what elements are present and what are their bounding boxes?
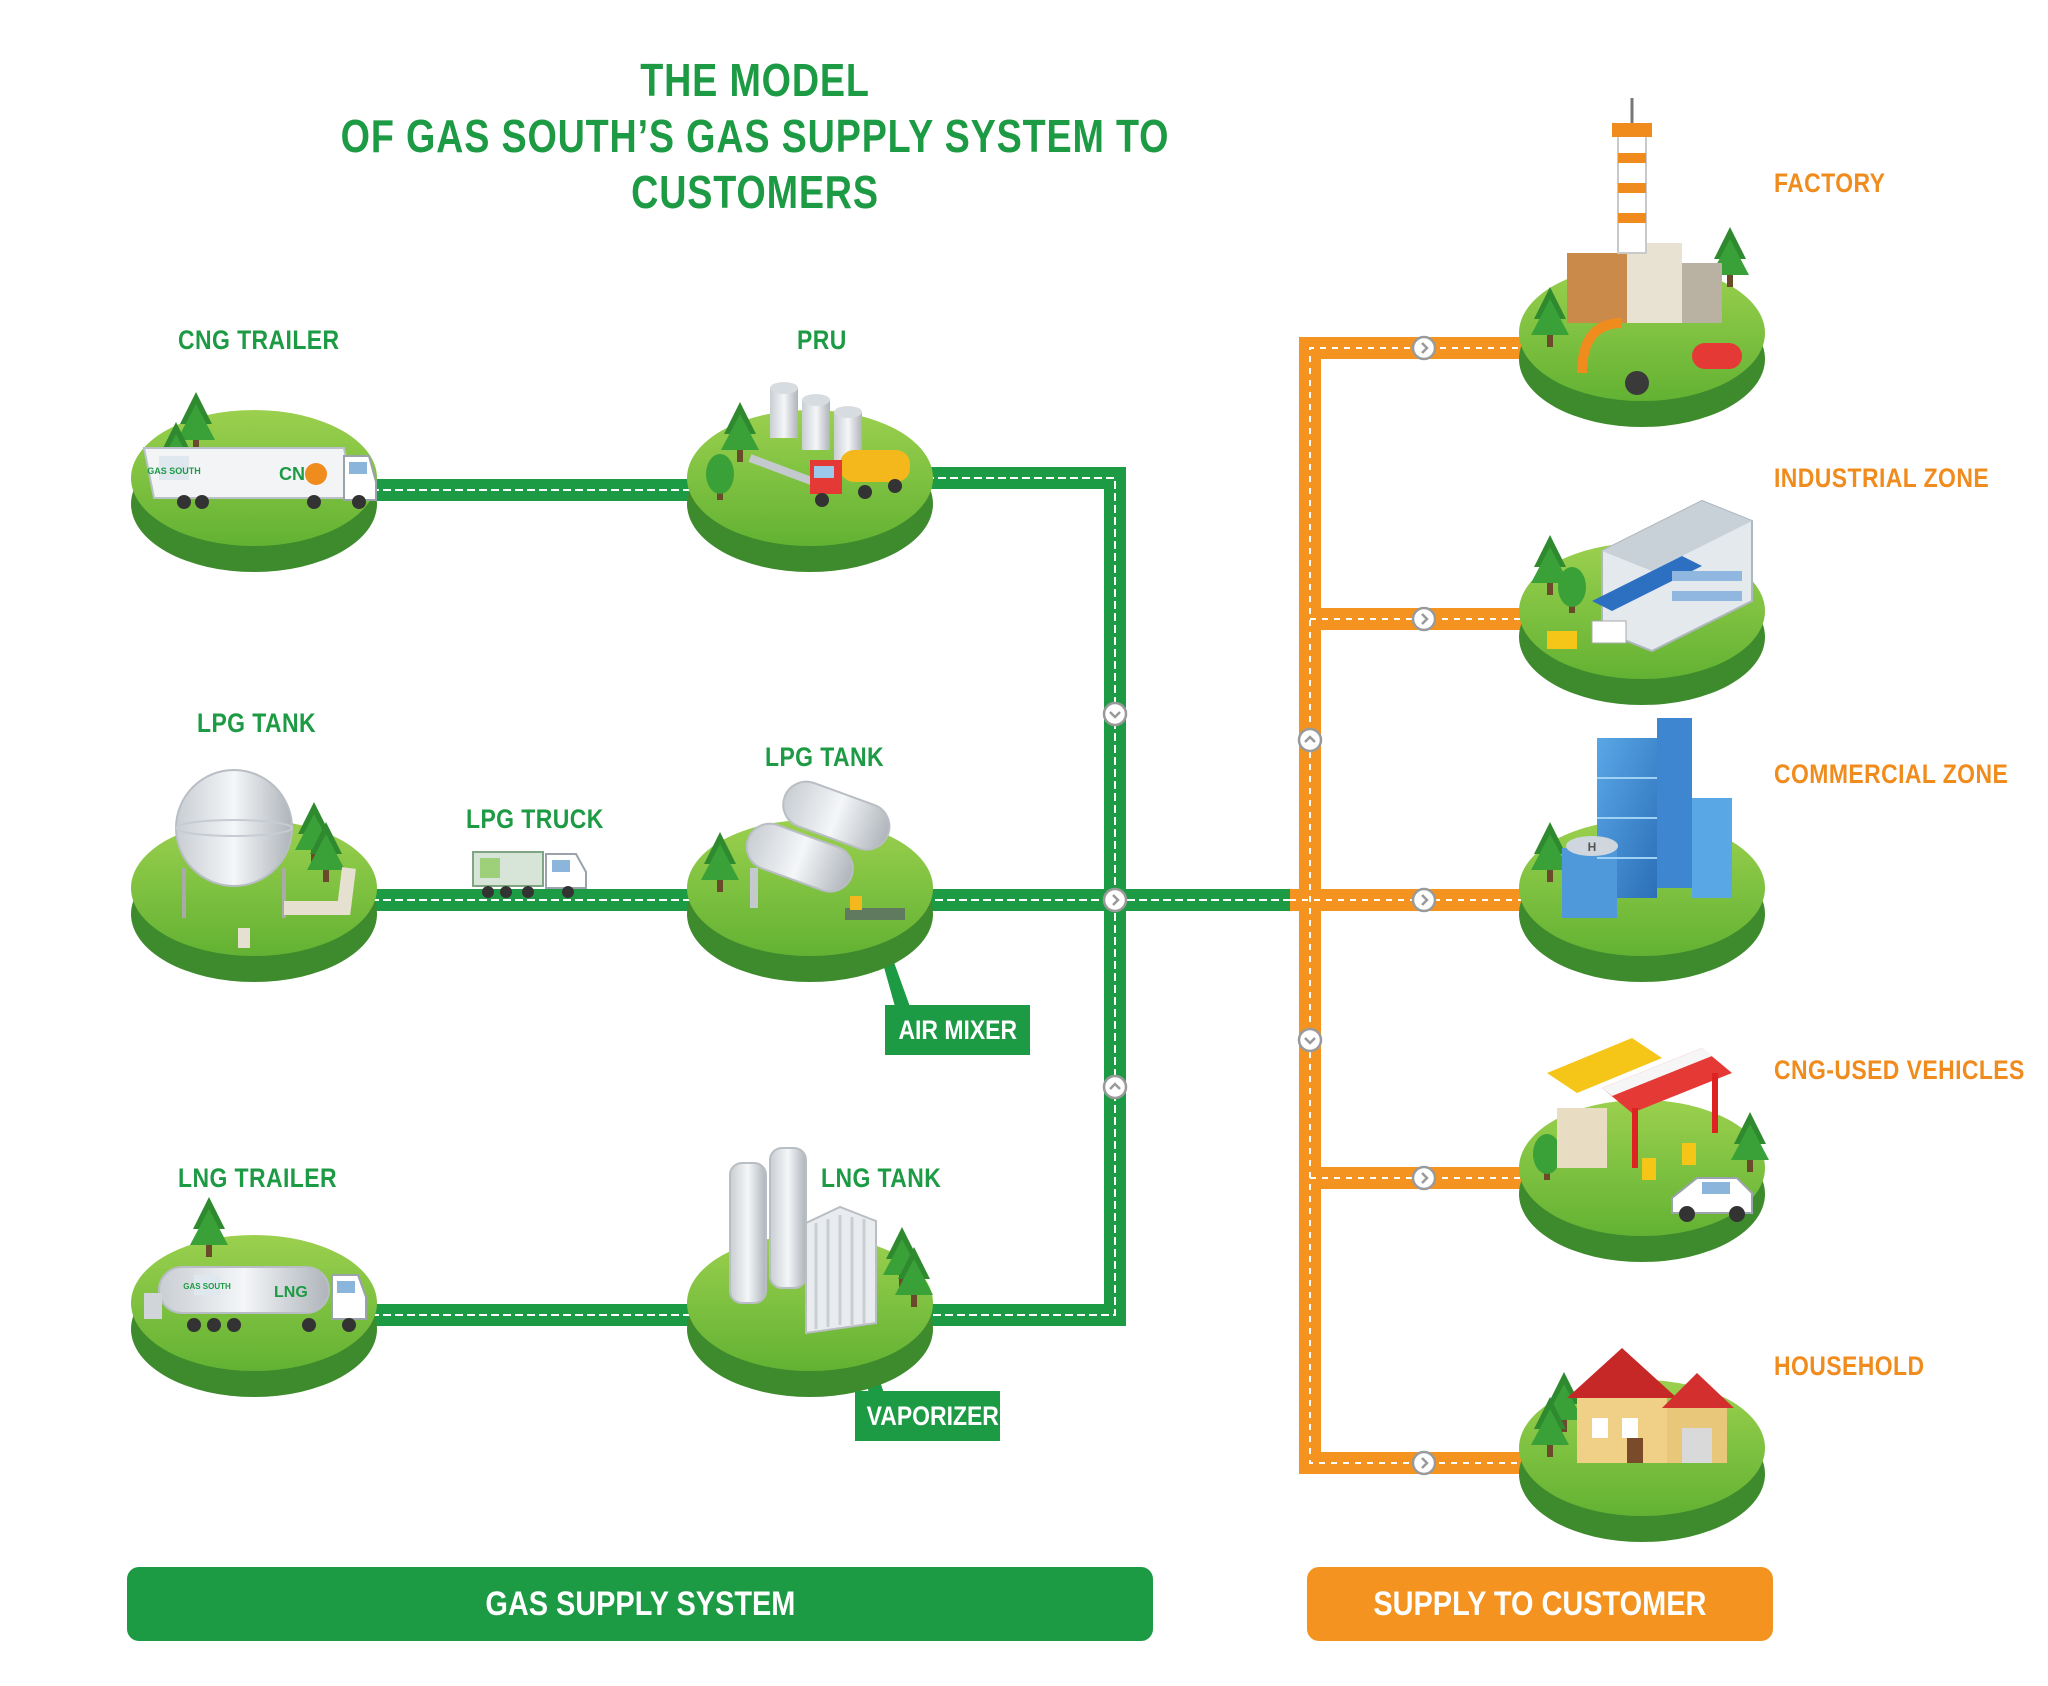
page-title: THE MODEL OF GAS SOUTH’S GAS SUPPLY SYST… xyxy=(284,52,1227,220)
cng-trailer-icon: GAS SOUTH CNG xyxy=(142,447,377,509)
island-cng-trailer: GAS SOUTH CNG xyxy=(131,392,377,572)
label-lpg-tank-mid: LPG TANK xyxy=(765,742,884,772)
lpg-sphere-icon xyxy=(175,769,356,948)
trailer-text: LNG xyxy=(274,1284,308,1301)
island-household xyxy=(1519,1348,1765,1542)
label-industrial-zone: INDUSTRIAL ZONE xyxy=(1774,463,1990,493)
supply-to-customer-label: SUPPLY TO CUSTOMER xyxy=(1373,1585,1707,1623)
arrow-up-icon xyxy=(1102,1074,1128,1100)
arrow-right-icon xyxy=(1411,887,1437,913)
pru-icon xyxy=(748,382,910,507)
island-lng-trailer: GAS SOUTH LNG xyxy=(131,1197,377,1397)
lng-tank-icon xyxy=(729,1147,877,1335)
gas-supply-system-label: GAS SUPPLY SYSTEM xyxy=(485,1585,795,1623)
title-line-1: THE MODEL xyxy=(640,54,870,106)
commercial-tower-icon: H xyxy=(1562,718,1732,918)
arrow-right-icon xyxy=(1411,606,1437,632)
island-industrial-zone xyxy=(1519,499,1765,705)
supply-to-customer-bar: SUPPLY TO CUSTOMER xyxy=(1307,1567,1773,1641)
label-cng-vehicles: CNG-USED VEHICLES xyxy=(1774,1055,2025,1085)
arrow-right-icon xyxy=(1102,887,1128,913)
label-cng-trailer: CNG TRAILER xyxy=(178,325,340,355)
vaporizer-label: VAPORIZER xyxy=(866,1401,999,1431)
vaporizer-icon xyxy=(805,1205,877,1335)
label-lng-trailer: LNG TRAILER xyxy=(178,1163,337,1193)
island-factory xyxy=(1519,98,1765,427)
arrow-down-icon xyxy=(1102,701,1128,727)
car-icon xyxy=(1671,1177,1753,1222)
lpg-truck-icon xyxy=(472,851,587,898)
label-lpg-tank-left: LPG TANK xyxy=(197,708,316,738)
label-lpg-truck: LPG TRUCK xyxy=(466,804,604,834)
island-lpg-tank-mid xyxy=(687,780,933,982)
gas-supply-system-bar: GAS SUPPLY SYSTEM xyxy=(127,1567,1153,1641)
orange-pipelines xyxy=(1290,337,1530,1474)
island-commercial-zone: H xyxy=(1519,718,1765,982)
trailer-brand: GAS SOUTH xyxy=(147,466,201,476)
industrial-building-icon xyxy=(1547,499,1753,653)
island-cng-vehicles xyxy=(1519,1038,1769,1262)
air-mixer-tag: AIR MIXER xyxy=(885,1005,1030,1055)
air-mixer-label: AIR MIXER xyxy=(898,1015,1017,1045)
arrow-up-icon xyxy=(1297,727,1323,753)
arrow-right-icon xyxy=(1411,1165,1437,1191)
label-pru: PRU xyxy=(797,325,847,355)
label-lng-tank: LNG TANK xyxy=(821,1163,942,1193)
house-icon xyxy=(1567,1348,1734,1463)
arrow-right-icon xyxy=(1411,335,1437,361)
lpg-bullet-tanks-icon xyxy=(745,780,905,920)
island-lng-tank xyxy=(687,1147,933,1397)
vaporizer-tag: VAPORIZER xyxy=(855,1391,1000,1441)
flow-arrows xyxy=(1102,335,1437,1476)
factory-icon xyxy=(1567,98,1742,395)
label-factory: FACTORY xyxy=(1774,168,1886,198)
label-household: HOUSEHOLD xyxy=(1774,1351,1925,1381)
heliport-mark: H xyxy=(1588,840,1597,854)
title-line-2: OF GAS SOUTH’S GAS SUPPLY SYSTEM TO CUST… xyxy=(340,110,1170,218)
arrow-right-icon xyxy=(1411,1450,1437,1476)
trailer-brand: GAS SOUTH xyxy=(183,1282,231,1291)
arrow-down-icon xyxy=(1297,1027,1323,1053)
lng-trailer-icon: GAS SOUTH LNG xyxy=(144,1266,367,1332)
gas-station-icon xyxy=(1547,1038,1753,1222)
label-commercial-zone: COMMERCIAL ZONE xyxy=(1774,759,2009,789)
island-lpg-tank-left xyxy=(131,769,377,982)
island-pru xyxy=(687,382,933,572)
